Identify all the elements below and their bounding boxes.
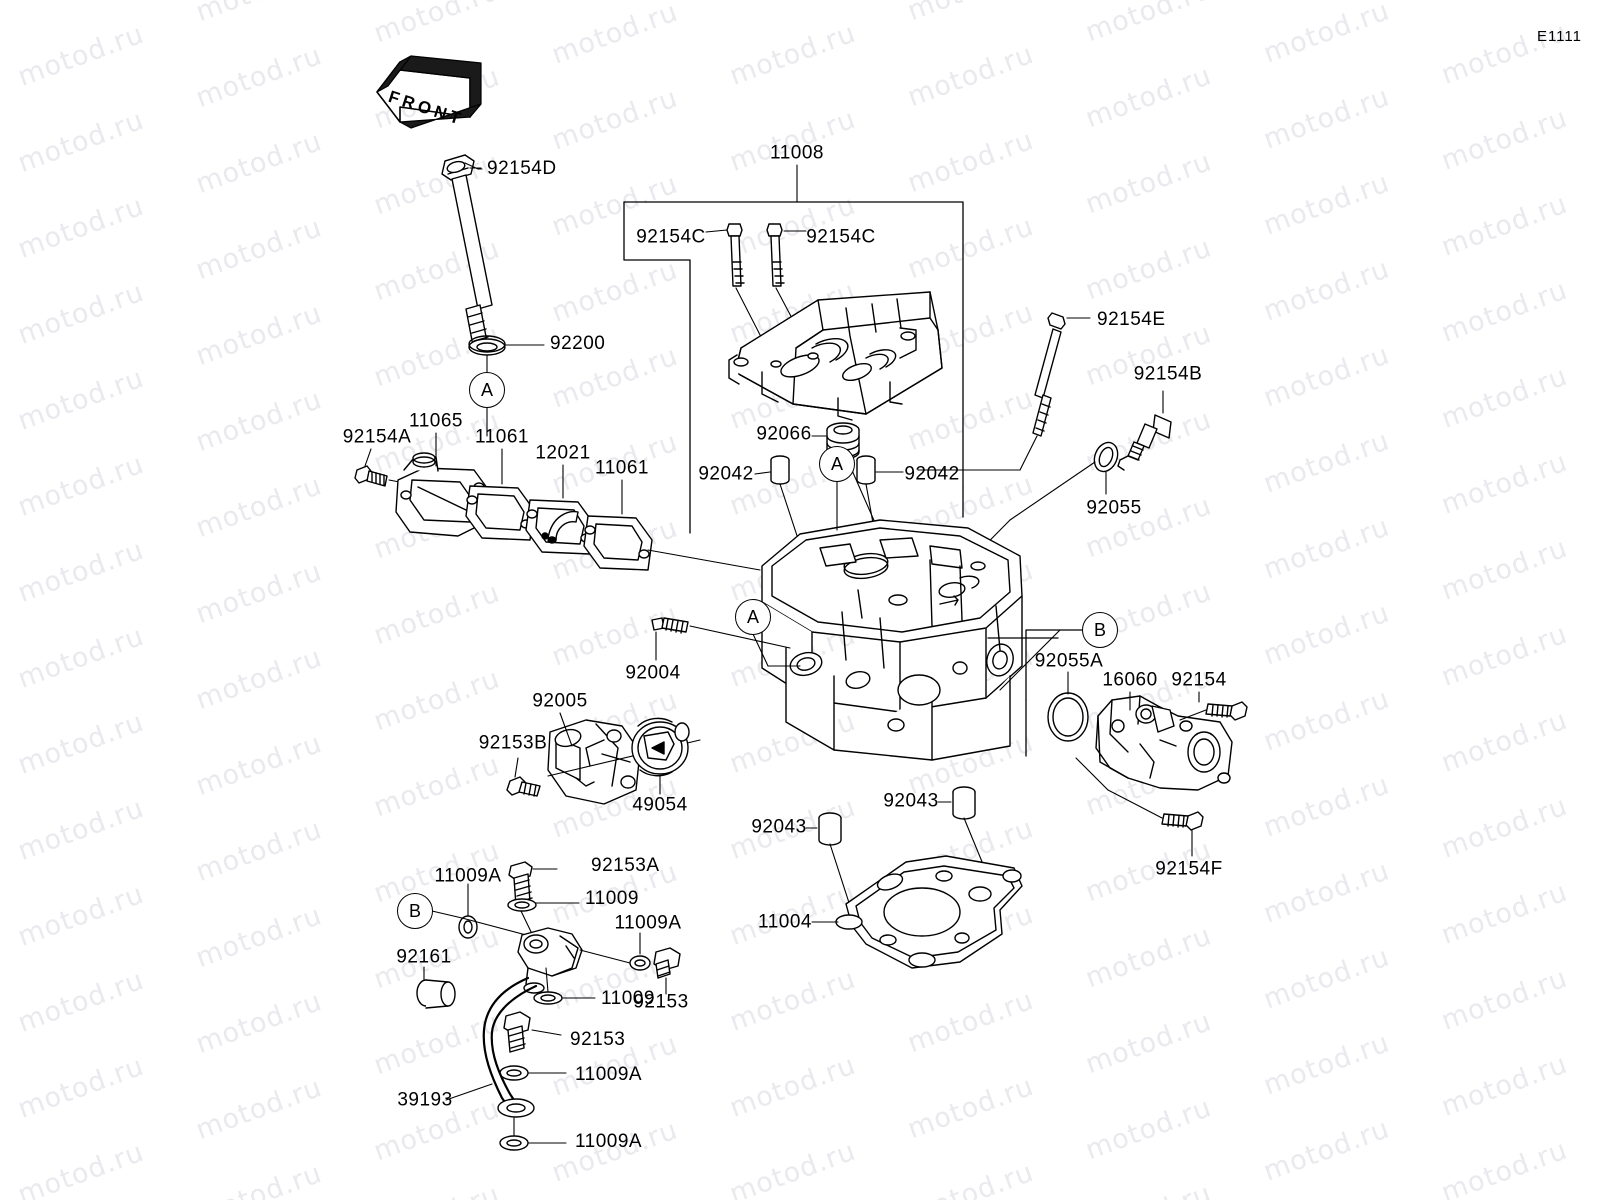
part-label-11009A: 11009A	[434, 865, 502, 887]
bracket-11008-frame	[623, 201, 964, 534]
part-label-92066: 92066	[756, 423, 812, 445]
part-label-92043: 92043	[883, 790, 939, 812]
part-92154C-bolt-left	[726, 223, 745, 287]
part-11009A-washer-bottom	[499, 1135, 529, 1151]
part-label-11065: 11065	[409, 410, 463, 432]
part-label-11008: 11008	[770, 142, 824, 164]
part-11008-camshaft-cap	[728, 291, 943, 421]
part-label-11009A: 11009A	[575, 1131, 643, 1152]
part-label-92154C: 92154C	[636, 226, 706, 248]
part-92154E-bolt	[1032, 312, 1066, 437]
part-label-92055A: 92055A	[1034, 650, 1104, 672]
part-92154D-long-bolt	[441, 154, 493, 352]
part-16060-water-pipe	[1095, 695, 1233, 791]
part-label-92154C: 92154C	[806, 226, 876, 248]
part-92043-pin-left	[818, 812, 842, 846]
part-92043-pin-right	[952, 786, 976, 820]
reference-marker-a: A	[469, 372, 505, 408]
part-label-92153: 92153	[570, 1029, 626, 1050]
part-92042-pin-left	[770, 455, 790, 485]
part-label-92154D: 92154D	[487, 158, 557, 179]
part-label-92043: 92043	[751, 816, 807, 838]
part-label-92042: 92042	[698, 463, 754, 485]
part-11009A-washer-mid	[499, 1065, 529, 1081]
part-92153B-bolt	[506, 776, 541, 797]
part-92154C-bolt-right	[766, 223, 785, 287]
part-label-11009A: 11009A	[575, 1064, 643, 1085]
part-label-11061: 11061	[595, 457, 649, 479]
part-label-11061: 11061	[475, 426, 529, 448]
part-49054-thermostat	[631, 717, 690, 777]
part-label-12021: 12021	[535, 442, 591, 464]
part-11009A-washer-right	[629, 955, 651, 971]
part-label-49054: 49054	[632, 794, 688, 816]
front-label: FRONT	[386, 87, 467, 130]
part-92055-oring	[1093, 441, 1119, 473]
part-label-92055: 92055	[1086, 497, 1142, 519]
part-label-92200: 92200	[550, 333, 606, 354]
part-11061-gasket-right	[583, 515, 653, 571]
front-arrow-icon	[376, 55, 482, 129]
part-92153-bolt-mid	[503, 1011, 531, 1053]
part-label-92153: 92153	[633, 991, 689, 1013]
part-label-11009: 11009	[585, 888, 639, 909]
reference-marker-a: A	[819, 446, 855, 482]
part-92042-pin-right	[856, 455, 876, 485]
part-39193-oil-pipe	[482, 976, 538, 1118]
part-label-92153A: 92153A	[591, 855, 660, 876]
part-label-11009A: 11009A	[614, 912, 682, 934]
part-92154-bolt	[1205, 701, 1248, 721]
part-92055A-oring	[1047, 692, 1089, 742]
part-label-11004: 11004	[758, 911, 812, 933]
part-92005-fitting	[547, 719, 641, 805]
part-label-92004: 92004	[625, 662, 681, 684]
part-92004-stud	[651, 617, 689, 634]
part-label-92154E: 92154E	[1097, 309, 1166, 330]
diagram-code: E1111	[1536, 28, 1582, 45]
part-label-92042: 92042	[904, 463, 960, 485]
part-label-92161: 92161	[396, 946, 452, 968]
part-label-92154A: 92154A	[342, 426, 412, 448]
part-92153-bolt-right	[653, 947, 681, 979]
part-11061-gasket-left	[465, 485, 535, 541]
front-orientation-marker: FRONT	[370, 55, 480, 140]
part-11009-gasket-lower	[533, 991, 563, 1005]
part-92154F-bolt	[1161, 811, 1204, 831]
part-11009-gasket-top	[507, 898, 537, 912]
part-39193-pipe-fitting	[517, 927, 583, 994]
part-92154B-bolt	[1117, 414, 1172, 471]
part-11004-head-gasket	[835, 855, 1023, 969]
part-cylinder-head-body	[761, 519, 1023, 761]
part-92200-washer	[468, 335, 506, 356]
part-label-92154B: 92154B	[1133, 363, 1203, 385]
reference-marker-b: B	[397, 893, 433, 929]
part-label-92153B: 92153B	[478, 732, 548, 754]
part-92154A-bolt	[354, 465, 388, 487]
part-label-11009: 11009	[601, 988, 655, 1009]
part-92161-damper	[416, 979, 456, 1009]
part-label-16060: 16060	[1102, 669, 1158, 691]
part-label-92154: 92154	[1171, 669, 1227, 691]
part-label-39193: 39193	[397, 1089, 453, 1111]
part-label-92005: 92005	[532, 690, 588, 712]
reference-marker-b: B	[1082, 612, 1118, 648]
part-label-92154F: 92154F	[1155, 858, 1223, 880]
reference-marker-a: A	[735, 599, 771, 635]
